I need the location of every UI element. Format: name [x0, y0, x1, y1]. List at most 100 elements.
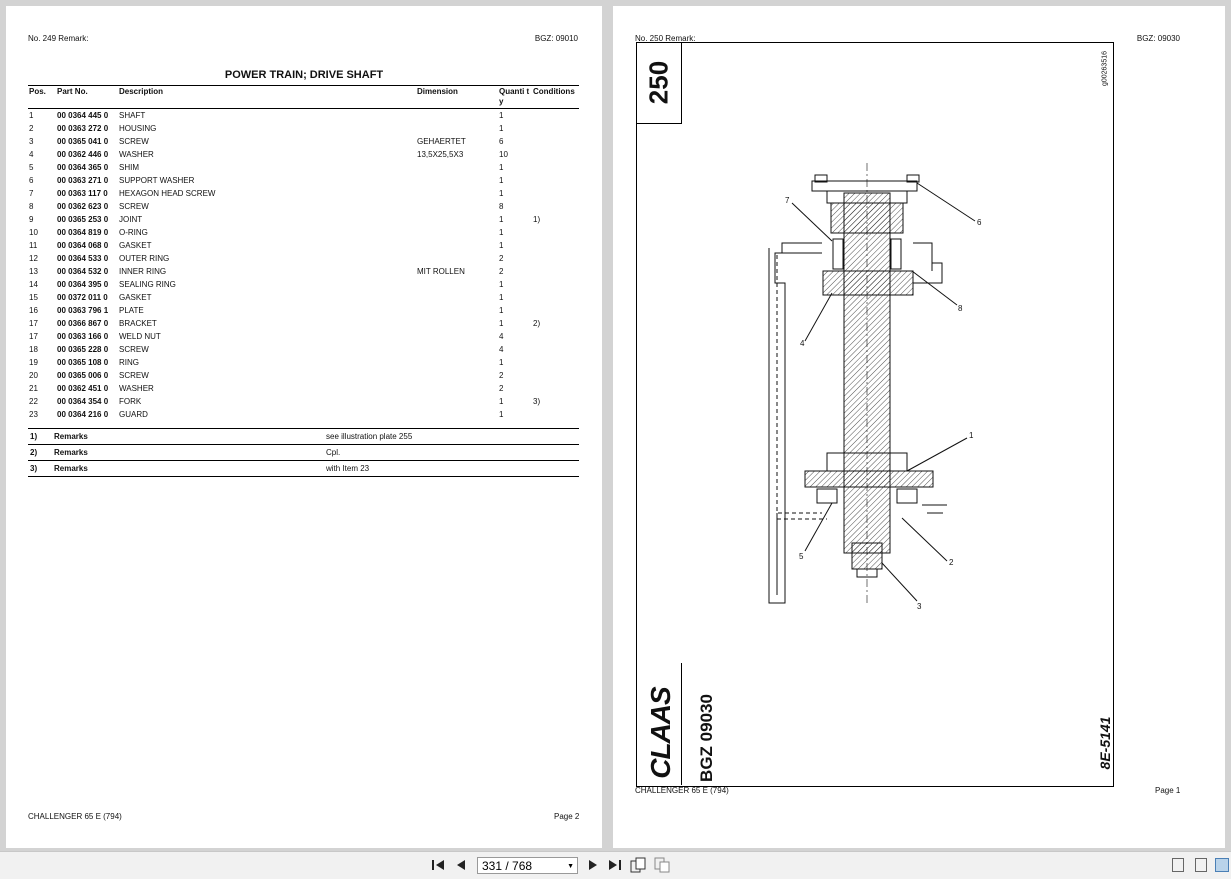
cell-dimension [416, 291, 498, 304]
two-page-view-button[interactable] [1215, 858, 1229, 872]
cell-part-no: 00 0363 796 1 [57, 306, 109, 315]
footer-page: Page 2 [554, 812, 580, 821]
cell-conditions [532, 252, 579, 265]
page-header-left: No. 250 Remark: [635, 34, 696, 43]
cell-pos: 1 [29, 111, 34, 120]
cell-dimension [416, 200, 498, 213]
cell-conditions [532, 265, 579, 278]
cell-quantity: 1 [499, 280, 504, 289]
cell-quantity: 4 [499, 332, 504, 341]
continuous-view-button[interactable] [1195, 858, 1207, 872]
cell-quantity: 4 [499, 345, 504, 354]
cell-dimension: GEHAERTET [417, 137, 466, 146]
cell-quantity: 10 [499, 150, 508, 159]
drawing-reference: 8E-5141 [1097, 716, 1113, 770]
cell-quantity: 1 [499, 176, 504, 185]
parts-table: Pos. Part No. Description Dimension Quan… [28, 85, 579, 421]
cell-quantity: 1 [499, 306, 504, 315]
cell-quantity: 1 [499, 124, 504, 133]
first-page-button[interactable] [430, 857, 446, 873]
cell-pos: 10 [29, 228, 38, 237]
cell-part-no: 00 0363 117 0 [57, 189, 108, 198]
next-page-button[interactable] [585, 857, 601, 873]
cell-dimension [416, 382, 498, 395]
cell-dimension [416, 343, 498, 356]
cell-conditions: 2) [533, 319, 541, 328]
cell-part-no: 00 0372 011 0 [57, 293, 108, 302]
cell-description: WASHER [119, 150, 154, 159]
copy-view-button[interactable] [654, 857, 670, 873]
cell-conditions [532, 174, 579, 187]
cell-conditions [532, 291, 579, 304]
cell-part-no: 00 0364 445 0 [57, 111, 109, 120]
col-part-no: Part No. [56, 85, 118, 109]
cell-part-no: 00 0364 819 0 [57, 228, 109, 237]
previous-page-button[interactable] [453, 857, 469, 873]
cell-quantity: 1 [499, 241, 504, 250]
cell-description: SHIM [119, 163, 139, 172]
cell-part-no: 00 0363 166 0 [57, 332, 109, 341]
cell-conditions [532, 369, 579, 382]
cell-conditions [532, 226, 579, 239]
cell-dimension [416, 187, 498, 200]
cell-pos: 11 [29, 241, 38, 250]
cell-part-no: 00 0365 108 0 [57, 358, 109, 367]
cell-dimension [416, 213, 498, 226]
cell-part-no: 00 0364 216 0 [57, 410, 109, 419]
callout-labels: 1 2 3 4 5 6 7 8 [785, 196, 982, 611]
remark-text: Cpl. [324, 444, 579, 461]
rotate-icon [630, 857, 646, 873]
cell-pos: 16 [29, 306, 38, 315]
cell-pos: 21 [29, 384, 38, 393]
right-page: No. 250 Remark: BGZ: 09030 250 g00263516 [613, 6, 1225, 848]
cell-conditions [532, 408, 579, 421]
cell-part-no: 00 0364 068 0 [57, 241, 109, 250]
cell-description: SCREW [119, 137, 149, 146]
last-page-button[interactable] [607, 857, 623, 873]
cell-dimension [416, 174, 498, 187]
cell-description: HEXAGON HEAD SCREW [119, 189, 216, 198]
cell-quantity: 1 [499, 358, 504, 367]
page-number-select[interactable]: 331 / 768 ▼ [477, 857, 578, 874]
cell-pos: 20 [29, 371, 38, 380]
cell-quantity: 1 [499, 397, 504, 406]
next-page-icon [589, 860, 597, 870]
cell-description: INNER RING [119, 267, 167, 276]
cell-conditions: 3) [533, 397, 541, 406]
copy-icon [654, 857, 670, 873]
cell-part-no: 00 0365 006 0 [57, 371, 109, 380]
cell-pos: 6 [29, 176, 34, 185]
cell-dimension [416, 252, 498, 265]
cell-quantity: 1 [499, 111, 504, 120]
claas-logo: CLAAS [645, 687, 676, 779]
cell-part-no: 00 0362 446 0 [57, 150, 109, 159]
single-page-view-button[interactable] [1172, 858, 1184, 872]
cell-pos: 9 [29, 215, 34, 224]
cell-description: WELD NUT [119, 332, 161, 341]
cell-conditions [532, 122, 579, 135]
cell-conditions [532, 200, 579, 213]
cell-conditions [532, 109, 579, 123]
rotate-view-button[interactable] [630, 857, 646, 873]
callout-6: 6 [977, 218, 982, 227]
cell-part-no: 00 0364 532 0 [57, 267, 109, 276]
page-header-bgz: BGZ: 09030 [1136, 34, 1180, 43]
cell-pos: 14 [29, 280, 38, 289]
cell-pos: 12 [29, 254, 38, 263]
remark-key: 1) [28, 428, 52, 445]
cell-dimension [416, 239, 498, 252]
cell-pos: 23 [29, 410, 38, 419]
cell-dimension [416, 330, 498, 343]
parts-table-header: Pos. Part No. Description Dimension Quan… [28, 85, 579, 109]
cell-pos: 3 [29, 137, 34, 146]
cell-dimension: MIT ROLLEN [417, 267, 465, 276]
